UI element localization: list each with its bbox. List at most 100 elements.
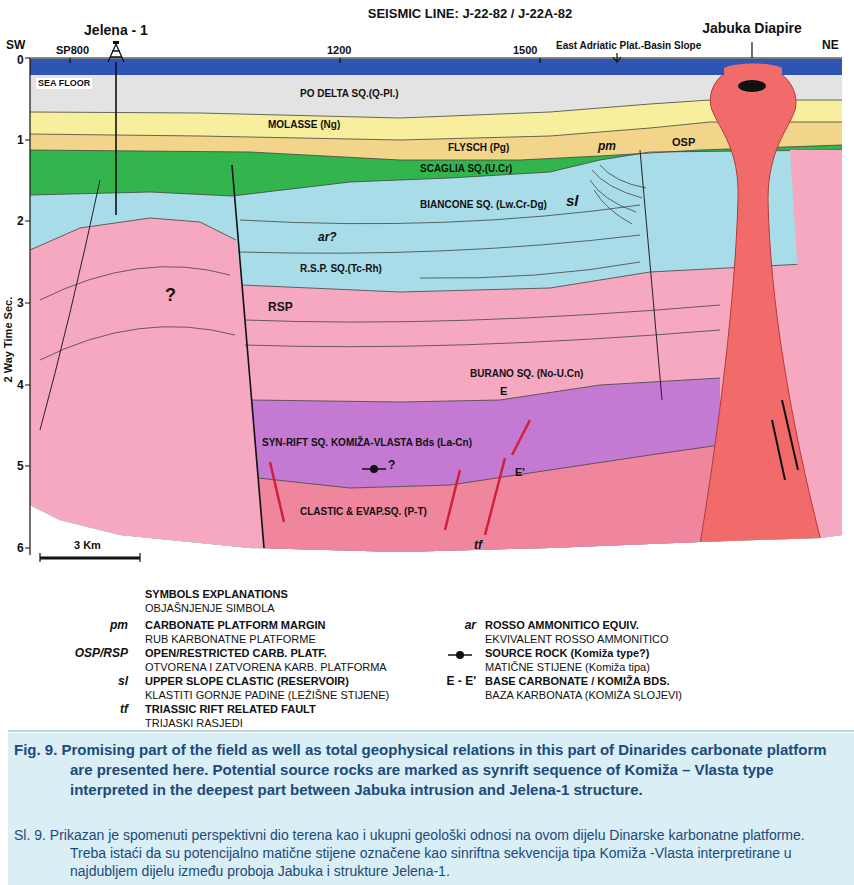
legend-code: sl (118, 674, 128, 688)
well-derrick-top (113, 41, 119, 44)
well-name: Jelena - 1 (84, 22, 148, 39)
legend-text: TRIASSIC RIFT RELATED FAULT (145, 703, 316, 716)
legend-title: SYMBOLS EXPLANATIONS (145, 588, 288, 601)
reflector-line (420, 262, 640, 278)
legend-code: E - E' (446, 674, 476, 688)
layer-name: SYN-RIFT SQ. KOMIŽA-VLASTA Bds (La-Cn) (262, 437, 472, 449)
caption-panel (8, 733, 854, 885)
diapir-crest (724, 64, 782, 76)
legend-text: SOURCE ROCK (Komiža type?) (485, 647, 649, 660)
fault-line (782, 400, 798, 470)
uncertainty-mark: ? (388, 458, 395, 472)
symbol-code: ar? (318, 230, 337, 244)
axis-number: 3 (17, 296, 24, 310)
rift-fault (270, 462, 284, 522)
reflector-line (240, 235, 640, 253)
rift-fault (485, 458, 505, 535)
axis-ticks (25, 58, 30, 548)
layer-name: PO DELTA SQ.(Q-Pl.) (300, 88, 399, 100)
symbol-code: RSP (268, 300, 293, 314)
source-rock-symbol (362, 468, 386, 470)
legend-text: RUB KARBONATNE PLATFORME (145, 633, 316, 646)
fault-line (232, 165, 264, 548)
well-path (115, 62, 117, 215)
axis-number: 5 (17, 459, 24, 473)
legend-text: EKVIVALENT ROSSO AMMONITICO (485, 633, 669, 646)
legend-text: TRIJASKI RASJEDI (145, 717, 243, 730)
horizon-line (30, 150, 842, 196)
time-axis-top (30, 57, 842, 58)
scale-bar-ends (40, 553, 140, 562)
horizon-code: E (500, 385, 507, 398)
layer-name: BURANO SQ. (No-U.Cn) (470, 368, 583, 380)
layer-name: MOLASSE (Ng) (268, 119, 340, 131)
slope-label: East Adriatic Plat.-Basin Slope (556, 40, 701, 52)
direction-label: NE (822, 38, 839, 52)
legend-title: OBJAŠNJENJE SIMBOLA (145, 602, 275, 615)
scale-bar (40, 557, 140, 560)
legend-code: OSP/RSP (75, 646, 128, 660)
horizon-line (30, 145, 842, 160)
legend-code: pm (110, 618, 128, 632)
symbol-code: pm (598, 139, 616, 153)
direction-label: SW (6, 38, 25, 52)
scale-label: 3 Km (74, 539, 101, 552)
axis-number: 4 (17, 378, 24, 392)
axis-title: 2 Way Time Sec. (2, 297, 15, 383)
legend-text: OPEN/RESTRICTED CARB. PLATF. (145, 647, 327, 660)
caption-rule (8, 730, 854, 732)
axis-number: 6 (17, 541, 24, 555)
legend-text: BASE CARBONATE / KOMIŽA BDS. (485, 675, 670, 688)
diapir-cap (738, 80, 766, 92)
base-carbonate-line (251, 378, 720, 402)
clinoform-line (594, 190, 632, 224)
clinoform-line (600, 165, 646, 188)
rift-fault (445, 470, 460, 530)
sea-water (30, 59, 842, 75)
legend-code: tf (120, 702, 128, 716)
legend-text: OTVORENA I ZATVORENA KARB. PLATFORMA (145, 661, 387, 674)
layer-name: FLYSCH (Pg) (448, 142, 509, 154)
clastic-evaporite-layer (258, 445, 720, 560)
reflector-line (245, 305, 720, 322)
layer-name: SEA FLOOR (36, 78, 92, 89)
diapir-name: Jabuka Diapire (702, 20, 802, 37)
figure-caption: Fig. 9. Promising part of the field as w… (14, 740, 844, 800)
axis-number: 0 (17, 53, 24, 67)
shotpoint-number: SP800 (56, 44, 89, 57)
reflector-line (245, 330, 720, 347)
horizon-code: E' (515, 466, 525, 479)
salt-diapir (700, 64, 822, 545)
reflector-line (40, 327, 235, 360)
fault-line (772, 420, 785, 480)
axis-number: 1 (17, 133, 24, 147)
layer-name: R.S.P. SQ.(Tc-Rh) (300, 263, 382, 275)
legend-code: ar (465, 618, 476, 632)
axis-number: 2 (17, 214, 24, 228)
symbol-code: OSP (672, 136, 695, 149)
uncertainty-mark: ? (165, 285, 176, 307)
symbol-code: tf (474, 538, 482, 552)
slope-arrow (616, 53, 617, 61)
clinoform-line (590, 180, 636, 212)
caption-translation: Sl. 9. Prikazan je spomenuti perspektivn… (14, 826, 844, 880)
legend-text: BAZA KARBONATA (KOMIŽA SLOJEVI) (485, 689, 682, 702)
horizon-line (30, 218, 236, 250)
shotpoint-number: 1500 (513, 44, 537, 57)
syn-rift-layer (251, 378, 720, 560)
base-komiza-line (258, 445, 720, 488)
clinoform-line (592, 170, 642, 198)
shotpoint-number: 1200 (327, 44, 351, 57)
reflector-line (40, 267, 230, 300)
symbol-code: sl (566, 192, 579, 210)
layer-name: CLASTIC & EVAP.SQ. (P-T) (300, 506, 427, 518)
legend-text: KLASTITI GORNJE PADINE (LEŽIŠNE STIJENE) (145, 689, 389, 702)
slope-arrow-head (613, 57, 621, 62)
diapir-tick (751, 42, 752, 58)
fault-line (40, 180, 100, 430)
well-derrick (108, 44, 124, 62)
fault-line (640, 150, 662, 400)
layer-name: SCAGLIA SQ.(U.Cr) (420, 163, 512, 175)
legend-text: UPPER SLOPE CLASTIC (RESERVOIR) (145, 675, 349, 688)
